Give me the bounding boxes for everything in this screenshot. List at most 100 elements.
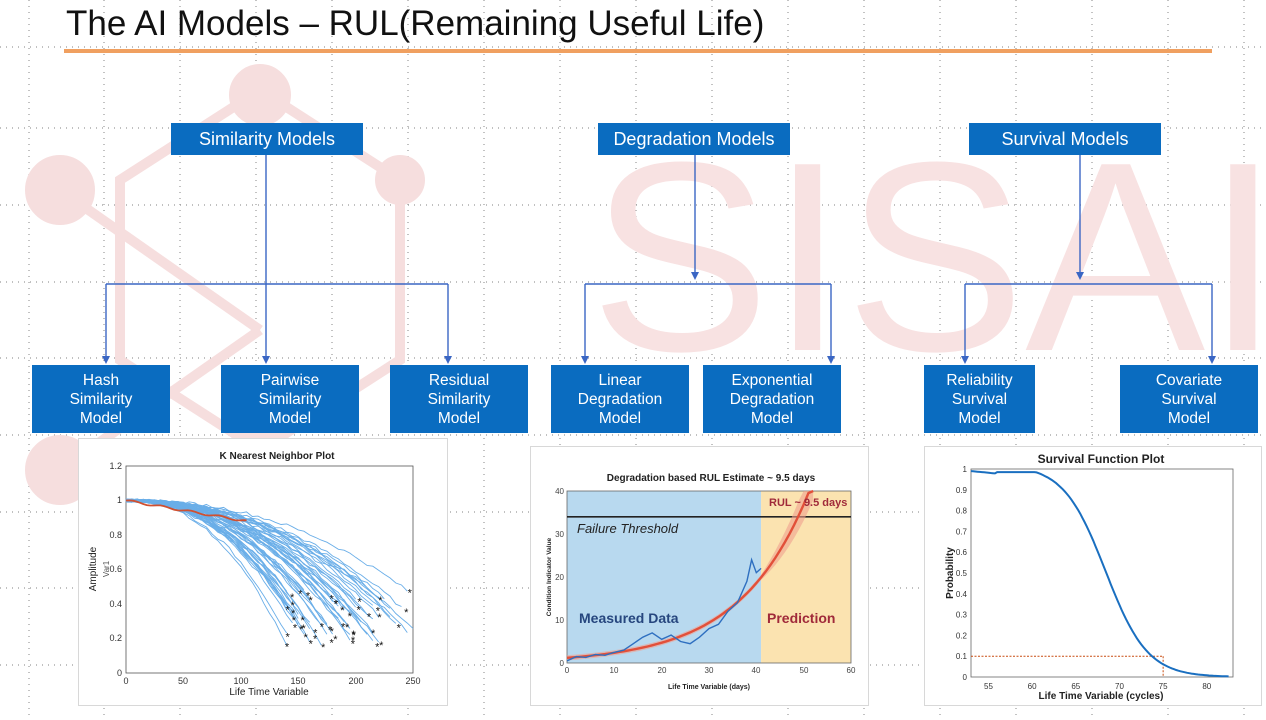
knn-plot: K Nearest Neighbor Plot 0 50 100 150 200… (88, 451, 421, 698)
knn-y-tick: 1 (117, 495, 122, 505)
deg-x-label: Life Time Variable (days) (668, 684, 750, 691)
linear-degradation-model-box: Linear Degradation Model (551, 365, 689, 433)
knn-end-marker: * (334, 598, 339, 610)
knn-end-marker: * (340, 605, 345, 617)
knn-x-tick: 0 (123, 676, 128, 686)
reliability-survival-model-box: Reliability Survival Model (924, 365, 1035, 433)
knn-end-marker: * (291, 600, 296, 612)
surv-y-tick: 0.2 (956, 631, 968, 640)
deg-y-tick: 10 (555, 616, 564, 625)
measured-data-label: Measured Data (579, 610, 679, 626)
surv-y-tick: 0 (963, 673, 968, 682)
knn-x-tick: 250 (405, 676, 420, 686)
knn-end-marker: * (334, 599, 339, 611)
knn-x-label: Life Time Variable (229, 687, 309, 698)
knn-y-tick: 0.6 (109, 564, 122, 574)
degradation-plot-area (566, 490, 852, 664)
deg-x-tick: 50 (800, 666, 809, 675)
exponential-degradation-model-box: Exponential Degradation Model (703, 365, 841, 433)
knn-end-marker: * (301, 615, 306, 627)
knn-end-marker: * (351, 639, 356, 651)
rul-label: RUL ~ 9.5 days (769, 497, 847, 509)
surv-y-tick: 0.8 (956, 507, 968, 516)
knn-end-marker: * (292, 615, 297, 627)
deg-y-tick: 0 (560, 659, 565, 668)
knn-y-tick: 1.2 (109, 461, 122, 471)
knn-x-tick: 150 (290, 676, 305, 686)
knn-end-marker: * (404, 607, 409, 619)
degradation-models-box: Degradation Models (598, 123, 790, 155)
knn-end-marker: * (357, 596, 362, 608)
deg-x-tick: 60 (847, 666, 856, 675)
knn-y-tick: 0.2 (109, 633, 122, 643)
knn-end-marker: * (285, 605, 290, 617)
surv-y-tick: 0.9 (956, 486, 968, 495)
knn-plot-title: K Nearest Neighbor Plot (219, 451, 335, 462)
knn-end-marker: * (291, 608, 296, 620)
knn-end-marker: * (333, 634, 338, 646)
knn-end-marker: * (379, 640, 384, 652)
knn-y-label: Amplitude (88, 546, 99, 591)
knn-end-marker: * (330, 594, 335, 606)
surv-x-tick: 70 (1115, 682, 1124, 691)
knn-end-marker: * (285, 631, 290, 643)
knn-end-markers: ****************************************… (285, 588, 413, 655)
knn-end-marker: * (293, 623, 298, 635)
knn-end-marker: * (285, 641, 290, 653)
knn-neighbor-curves (125, 498, 414, 646)
surv-y-tick: 0.6 (956, 548, 968, 557)
watermark-text: SISAI (590, 107, 1266, 408)
covariate-survival-model-box: Covariate Survival Model (1120, 365, 1258, 433)
knn-neighbor-curve (125, 498, 379, 618)
knn-end-marker: * (348, 611, 353, 623)
deg-y-tick: 30 (555, 530, 564, 539)
measured-data-region (567, 491, 762, 663)
knn-y-label-secondary: Var1 (102, 560, 111, 577)
knn-end-marker: * (302, 623, 307, 635)
deg-x-tick: 20 (658, 666, 667, 675)
degradation-plot: Degradation based RUL Estimate ~ 9.5 day… (546, 473, 856, 691)
knn-end-marker: * (371, 628, 376, 640)
knn-end-marker: * (309, 595, 314, 607)
hash-similarity-model-box: Hash Similarity Model (32, 365, 170, 433)
knn-end-marker: * (376, 605, 381, 617)
measured-data-line (566, 557, 762, 662)
failure-threshold-label: Failure Threshold (577, 521, 679, 536)
knn-y-tick: 0.4 (109, 599, 122, 609)
deg-y-label: Condition Indicator Value (546, 537, 553, 616)
knn-end-marker: * (330, 638, 335, 650)
surv-y-label: Probability (945, 547, 956, 599)
knn-end-marker: * (375, 641, 380, 653)
knn-x-tick: 200 (348, 676, 363, 686)
knn-end-marker: * (351, 629, 356, 641)
degradation-plot-title: Degradation based RUL Estimate ~ 9.5 day… (607, 473, 816, 484)
deg-y-tick: 40 (555, 487, 564, 496)
knn-neighbor-curve (125, 499, 299, 592)
title-underline (64, 49, 1212, 53)
knn-end-marker: * (352, 630, 357, 642)
surv-x-tick: 75 (1159, 682, 1168, 691)
surv-x-label: Life Time Variable (cycles) (1039, 691, 1164, 702)
knn-end-marker: * (367, 612, 372, 624)
surv-x-tick: 60 (1028, 682, 1037, 691)
knn-end-marker: * (321, 642, 326, 654)
deg-x-tick: 30 (705, 666, 714, 675)
survival-curve (970, 470, 1229, 678)
surv-y-tick: 0.1 (956, 652, 968, 661)
surv-x-tick: 55 (984, 682, 993, 691)
surv-y-tick: 1 (963, 465, 968, 474)
surv-x-tick: 65 (1071, 682, 1080, 691)
knn-x-tick: 50 (178, 676, 188, 686)
knn-end-marker: * (313, 628, 318, 640)
knn-y-tick: 0.8 (109, 530, 122, 540)
deg-x-tick: 10 (610, 666, 619, 675)
survival-models-box: Survival Models (969, 123, 1161, 155)
knn-end-marker: * (306, 591, 311, 603)
knn-test-unit-curve (125, 499, 247, 522)
knn-end-marker: * (377, 612, 382, 624)
residual-similarity-model-box: Residual Similarity Model (390, 365, 528, 433)
deg-x-tick: 40 (752, 666, 761, 675)
surv-y-tick: 0.5 (956, 569, 968, 578)
